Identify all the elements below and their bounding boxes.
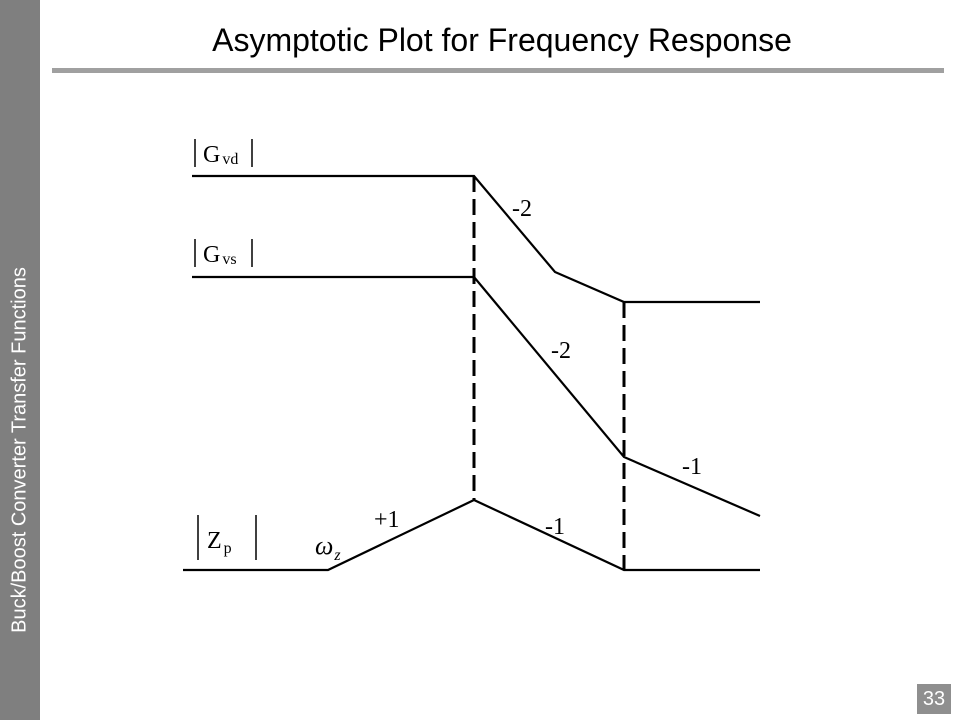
svg-text:Gvs: Gvs <box>203 242 237 268</box>
zp-label-main: Z <box>207 528 222 554</box>
sidebar-band: Buck/Boost Converter Transfer Functions <box>0 0 40 720</box>
page-number: 33 <box>917 684 951 714</box>
gvs-slope1-label: -2 <box>551 338 571 364</box>
zp-label-sub: p <box>224 540 232 557</box>
gvd-label-sub: vd <box>222 151 238 168</box>
gvs-asymptote-curve <box>192 275 761 518</box>
gvd-slope-label: -2 <box>512 196 532 222</box>
gvs-slope2-label: -1 <box>682 454 702 480</box>
omega-subscript: z <box>333 547 341 564</box>
omega-symbol: ω <box>315 531 333 560</box>
title-rule <box>52 68 944 73</box>
svg-text:Gvd: Gvd <box>203 142 238 168</box>
slide-title: Asymptotic Plot for Frequency Response <box>212 22 792 58</box>
zp-asymptote-curve <box>183 498 760 572</box>
zp-fall-slope-label: -1 <box>545 514 565 540</box>
gvs-label-sub: vs <box>222 251 236 268</box>
gvd-asymptote-curve <box>192 174 760 304</box>
svg-text:Zp: Zp <box>207 528 232 557</box>
omega-z-label: ωz <box>315 531 341 564</box>
zp-rise-slope-label: +1 <box>374 507 400 533</box>
gvd-label-main: G <box>203 142 220 168</box>
gvs-label-main: G <box>203 242 220 268</box>
